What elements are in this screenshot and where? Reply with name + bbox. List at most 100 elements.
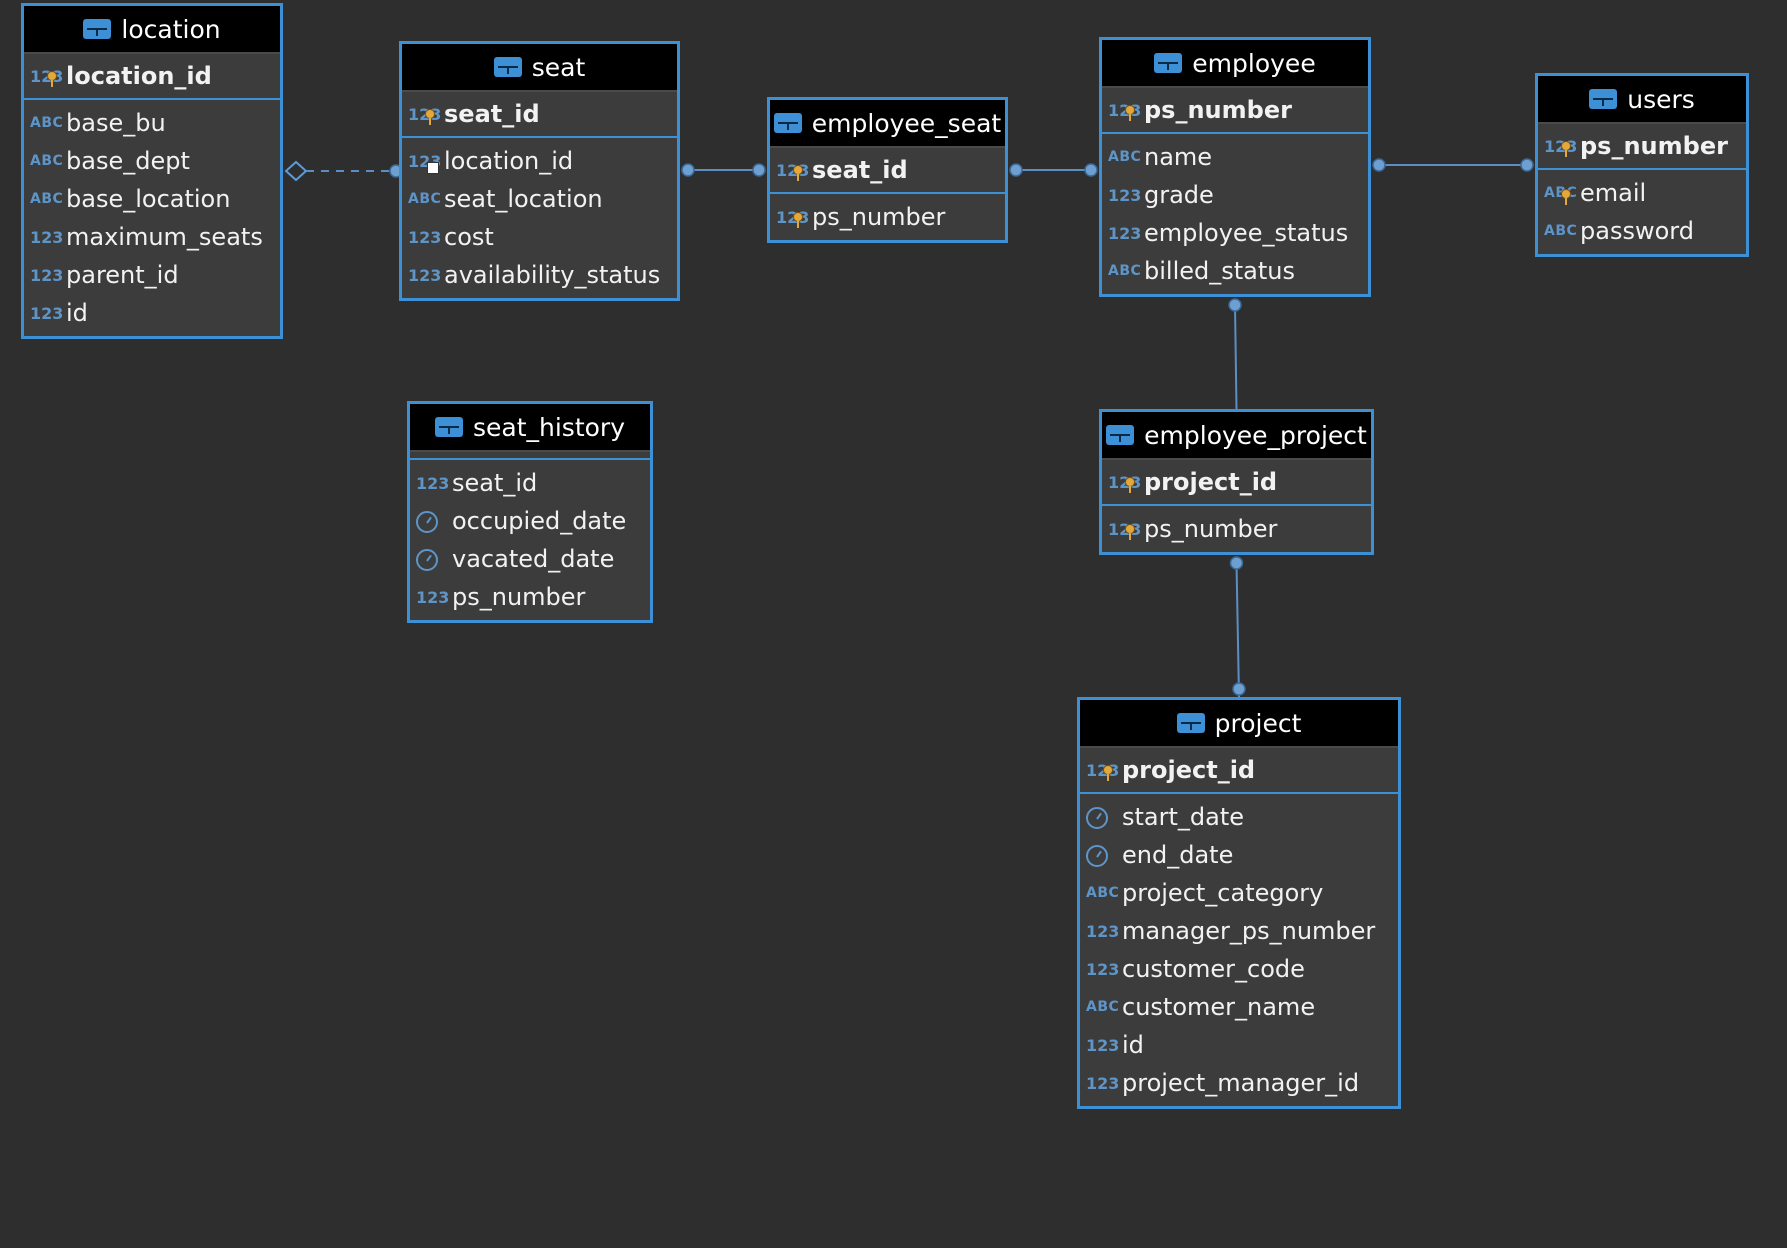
column-name: project_id (1144, 468, 1278, 496)
entity-header[interactable]: employee (1102, 40, 1368, 88)
entity-title: seat (531, 52, 586, 82)
column-name: ps_number (812, 203, 946, 231)
numeric-type-icon: 123 (1544, 137, 1578, 157)
table-icon (1154, 53, 1183, 73)
column-name: customer_name (1122, 993, 1316, 1021)
numeric-type-icon: 123 (1108, 185, 1142, 205)
numeric-type-icon: 123 (30, 303, 64, 323)
column-name: manager_ps_number (1122, 917, 1376, 945)
entity-project[interactable]: project123project_idstart_dateend_dateAB… (1077, 697, 1401, 1109)
entity-employee-project[interactable]: employee_project123project_id 123ps_numbe… (1099, 409, 1374, 555)
relationship-employee-to-employee-project[interactable] (1234, 304, 1238, 410)
key-icon (47, 70, 57, 87)
entity-header[interactable]: project (1080, 700, 1398, 748)
relationship-end-marker (1228, 298, 1242, 312)
column-name: billed_status (1144, 257, 1295, 285)
key-icon (793, 164, 803, 181)
entity-header[interactable]: employee_project (1102, 412, 1371, 460)
numeric-type-icon: 123 (1108, 223, 1142, 243)
key-icon (1561, 189, 1571, 205)
entity-seat[interactable]: seat123seat_id123location_idABCseat_loca… (399, 41, 680, 301)
column-row[interactable]: start_date (1080, 798, 1398, 836)
text-type-icon: ABC (1544, 223, 1578, 239)
column-row[interactable]: ABCemail (1538, 174, 1746, 212)
column-name: name (1144, 143, 1213, 171)
text-type-icon: ABC (30, 153, 64, 169)
entity-header[interactable]: employee_seat (770, 100, 1005, 148)
column-name: project_category (1122, 879, 1324, 907)
relationship-employee-project-to-project[interactable] (1235, 562, 1240, 698)
text-type-icon: ABC (1544, 185, 1578, 205)
key-icon (1125, 523, 1135, 540)
column-name: seat_id (444, 100, 540, 128)
entity-employee[interactable]: employee123ps_numberABCname123grade123em… (1099, 37, 1371, 297)
text-type-icon: ABC (1086, 885, 1120, 901)
column-name: ps_number (1580, 132, 1728, 160)
numeric-type-icon: 123 (416, 473, 450, 493)
entity-header[interactable]: seat_history (410, 404, 650, 452)
relationship-end-marker (1372, 158, 1386, 172)
numeric-type-icon: 123 (30, 67, 64, 87)
column-row[interactable]: occupied_date (410, 502, 650, 540)
column-name: availability_status (444, 261, 661, 289)
key-icon (1125, 104, 1135, 121)
column-name: email (1580, 179, 1647, 207)
text-type-icon: ABC (30, 191, 64, 207)
column-name: id (1122, 1031, 1144, 1059)
numeric-type-icon: 123 (416, 587, 450, 607)
table-icon (1589, 89, 1618, 109)
entity-header[interactable]: users (1538, 76, 1746, 124)
entity-users[interactable]: users123ps_numberABCemailABCpassword (1535, 73, 1749, 257)
column-row[interactable]: end_date (1080, 836, 1398, 874)
numeric-type-icon: 123 (408, 265, 442, 285)
column-name: maximum_seats (66, 223, 263, 251)
entity-location[interactable]: location123location_idABCbase_buABCbase_… (21, 3, 283, 339)
column-name: seat_id (812, 156, 908, 184)
relationship-end-marker (681, 163, 695, 177)
entity-header[interactable]: location (24, 6, 280, 54)
column-row[interactable]: vacated_date (410, 540, 650, 578)
entity-header[interactable]: seat (402, 44, 677, 92)
table-icon (434, 417, 463, 437)
